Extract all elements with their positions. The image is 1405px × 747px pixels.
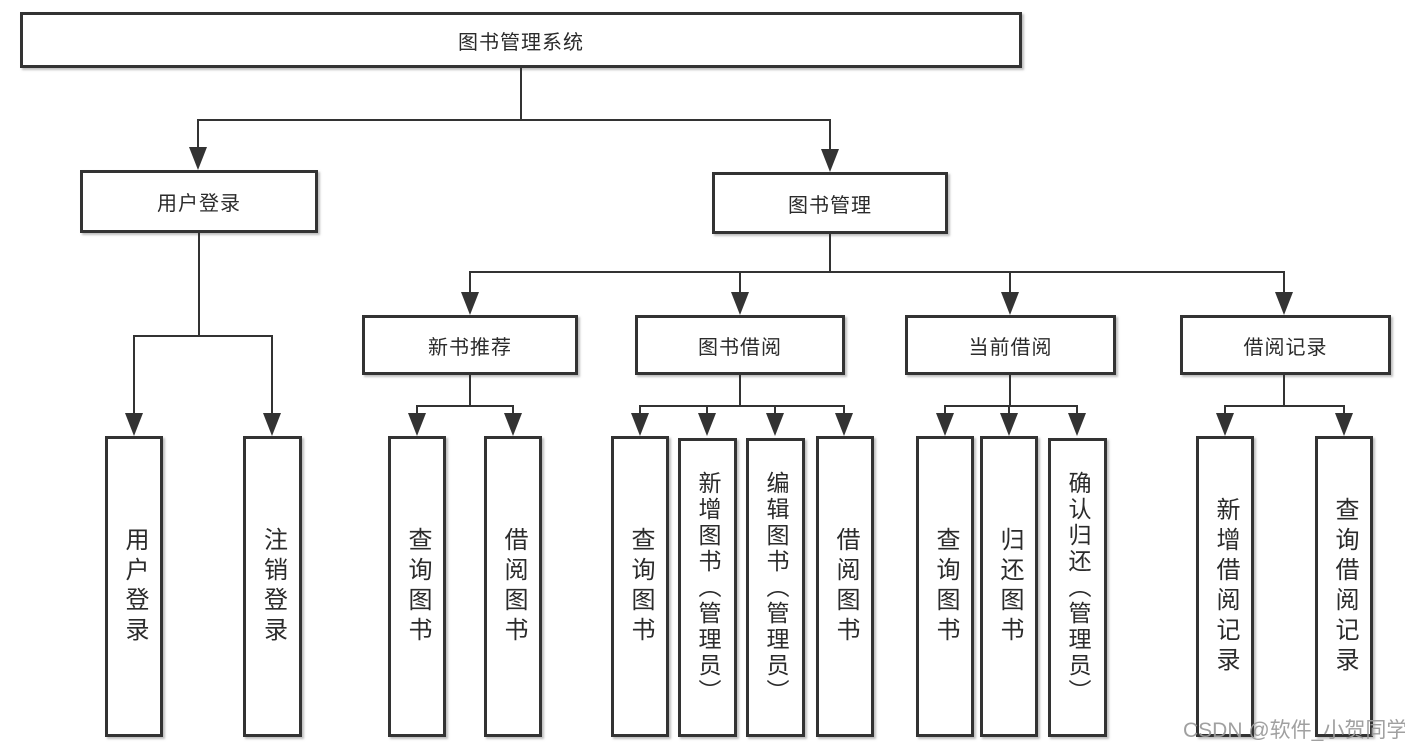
arrow-nb-borrow bbox=[504, 413, 522, 436]
connector-drop-br-add bbox=[1224, 405, 1226, 415]
connector-drop-new-book bbox=[469, 271, 471, 294]
arrow-br-add bbox=[1216, 413, 1234, 436]
connector-drop-current-borrow bbox=[1009, 271, 1011, 294]
arrow-current-borrow bbox=[1001, 292, 1019, 315]
leaf-cb-query-books: 查询图书 bbox=[916, 436, 974, 737]
connector-drop-br-query bbox=[1343, 405, 1345, 415]
connector-currentborrow-rail bbox=[944, 405, 1078, 407]
connector-drop-borrow-records bbox=[1283, 271, 1285, 294]
connector-bookborrow-stem bbox=[739, 373, 741, 407]
leaf-bb-borrow-books: 借阅图书 bbox=[816, 436, 874, 737]
node-library-system: 图书管理系统 bbox=[20, 12, 1022, 68]
leaf-bb-add-books-admin-label: 新增图书（管理员） bbox=[695, 470, 721, 705]
arrow-book-borrow bbox=[731, 292, 749, 315]
arrow-cb-query bbox=[936, 413, 954, 436]
node-borrow-records: 借阅记录 bbox=[1180, 315, 1391, 375]
leaf-nb-query-books: 查询图书 bbox=[388, 436, 446, 737]
leaf-bb-add-books-admin: 新增图书（管理员） bbox=[678, 438, 737, 737]
connector-currentborrow-stem bbox=[1009, 373, 1011, 407]
arrow-cb-confirm bbox=[1068, 413, 1086, 436]
arrow-nb-query bbox=[408, 413, 426, 436]
leaf-nb-query-books-label: 查询图书 bbox=[404, 526, 431, 647]
connector-root-stem bbox=[520, 68, 522, 120]
connector-root-rail bbox=[198, 119, 831, 121]
leaf-br-add-record-label: 新增借阅记录 bbox=[1212, 496, 1239, 677]
arrow-user-login bbox=[189, 147, 207, 170]
leaf-cb-query-books-label: 查询图书 bbox=[932, 526, 959, 647]
node-user-login-label: 用户登录 bbox=[157, 193, 241, 215]
node-book-borrow: 图书借阅 bbox=[635, 315, 845, 375]
csdn-watermark: CSDN @软件_小贺同学 bbox=[1183, 719, 1405, 742]
connector-drop-cb-query bbox=[944, 405, 946, 415]
connector-drop-book-borrow bbox=[739, 271, 741, 294]
leaf-bb-query-books: 查询图书 bbox=[611, 436, 669, 737]
node-current-borrow-label: 当前借阅 bbox=[968, 336, 1053, 359]
connector-bookborrow-rail bbox=[639, 405, 845, 407]
connector-bookmgmt-rail bbox=[469, 271, 1285, 273]
arrow-leaf-login bbox=[125, 413, 143, 436]
leaf-logout-login: 注销登录 bbox=[243, 436, 302, 737]
arrow-cb-return bbox=[1000, 413, 1018, 436]
node-user-login: 用户登录 bbox=[80, 170, 318, 233]
connector-newbook-stem bbox=[469, 373, 471, 407]
connector-userlogin-stem bbox=[198, 231, 200, 337]
node-borrow-records-label: 借阅记录 bbox=[1243, 336, 1328, 359]
arrow-bb-borrow bbox=[835, 413, 853, 436]
node-current-borrow: 当前借阅 bbox=[905, 315, 1116, 375]
node-library-system-label: 图书管理系统 bbox=[458, 31, 584, 54]
node-new-book-recommend: 新书推荐 bbox=[362, 315, 578, 375]
leaf-br-add-record: 新增借阅记录 bbox=[1196, 436, 1254, 737]
connector-drop-nb-borrow bbox=[512, 405, 514, 415]
arrow-bb-add bbox=[698, 413, 716, 436]
arrow-bb-edit bbox=[766, 413, 784, 436]
connector-newbook-rail bbox=[416, 405, 513, 407]
connector-drop-cb-confirm bbox=[1076, 405, 1078, 415]
leaf-cb-confirm-return-admin: 确认归还（管理员） bbox=[1048, 438, 1107, 737]
arrow-leaf-logout bbox=[263, 413, 281, 436]
leaf-bb-edit-books-admin: 编辑图书（管理员） bbox=[746, 438, 805, 737]
node-book-borrow-label: 图书借阅 bbox=[698, 336, 782, 359]
leaf-bb-borrow-books-label: 借阅图书 bbox=[832, 526, 859, 647]
connector-drop-bb-query bbox=[639, 405, 641, 415]
connector-userlogin-rail bbox=[134, 335, 273, 337]
leaf-user-login: 用户登录 bbox=[105, 436, 163, 737]
leaf-br-query-record-label: 查询借阅记录 bbox=[1331, 496, 1358, 677]
connector-drop-leaf-login bbox=[133, 335, 135, 415]
connector-borrowrecords-stem bbox=[1283, 373, 1285, 407]
connector-drop-nb-query bbox=[416, 405, 418, 415]
leaf-user-login-label: 用户登录 bbox=[121, 526, 148, 647]
leaf-br-query-record: 查询借阅记录 bbox=[1315, 436, 1373, 737]
leaf-nb-borrow-books-label: 借阅图书 bbox=[500, 526, 527, 647]
connector-borrowrecords-rail bbox=[1224, 405, 1345, 407]
arrow-book-mgmt bbox=[821, 149, 839, 172]
node-book-management: 图书管理 bbox=[712, 172, 948, 234]
connector-drop-book-mgmt bbox=[829, 119, 831, 151]
connector-drop-bb-add bbox=[706, 405, 708, 415]
node-book-management-label: 图书管理 bbox=[788, 194, 872, 217]
leaf-cb-return-books: 归还图书 bbox=[980, 436, 1038, 737]
leaf-cb-confirm-return-admin-label: 确认归还（管理员） bbox=[1065, 470, 1091, 705]
leaf-cb-return-books-label: 归还图书 bbox=[996, 526, 1023, 647]
arrow-br-query bbox=[1335, 413, 1353, 436]
connector-drop-cb-return bbox=[1008, 405, 1010, 415]
leaf-bb-edit-books-admin-label: 编辑图书（管理员） bbox=[763, 470, 789, 705]
connector-bookmgmt-stem bbox=[829, 232, 831, 273]
connector-drop-bb-edit bbox=[774, 405, 776, 415]
connector-drop-leaf-logout bbox=[271, 335, 273, 415]
arrow-borrow-records bbox=[1275, 292, 1293, 315]
node-new-book-recommend-label: 新书推荐 bbox=[428, 336, 512, 359]
arrow-bb-query bbox=[631, 413, 649, 436]
leaf-logout-login-label: 注销登录 bbox=[259, 526, 287, 647]
leaf-bb-query-books-label: 查询图书 bbox=[627, 526, 654, 647]
connector-drop-bb-borrow bbox=[843, 405, 845, 415]
connector-drop-user-login bbox=[197, 119, 199, 149]
arrow-new-book bbox=[461, 292, 479, 315]
leaf-nb-borrow-books: 借阅图书 bbox=[484, 436, 542, 737]
